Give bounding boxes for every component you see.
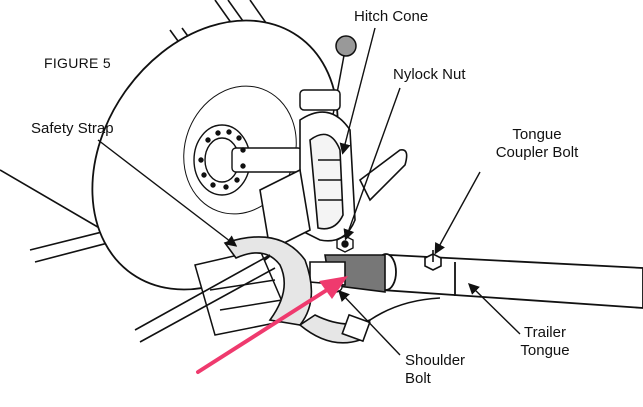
label-trailer-tongue: Trailer Tongue — [500, 324, 590, 360]
safety-strap — [223, 236, 441, 344]
label-hitch-cone: Hitch Cone — [354, 8, 429, 25]
chainstay — [134, 254, 276, 343]
leader-hitch-cone — [339, 27, 376, 155]
label-safety-strap: Safety Strap — [31, 120, 114, 137]
label-tongue-coupler-bolt: Tongue Coupler Bolt — [472, 126, 602, 162]
label-trailer-tongue-line2: Tongue — [520, 342, 570, 359]
label-trailer-tongue-line1: Trailer — [524, 324, 566, 341]
leader-shoulder-bolt — [338, 289, 401, 356]
highlight-arrow — [196, 276, 348, 374]
leader-safety-strap — [97, 139, 238, 247]
hitch-cone — [259, 111, 408, 252]
leader-lines — [97, 27, 521, 356]
wheel-hub — [193, 124, 303, 196]
trailer-tongue — [375, 253, 643, 309]
leader-nylock-nut — [343, 87, 401, 241]
leader-tongue-coupler-bolt — [434, 171, 481, 255]
quick-release-lever — [299, 35, 357, 116]
label-shoulder-bolt-line1: Shoulder — [405, 352, 466, 369]
nylock-nut — [336, 235, 354, 253]
figure-title: FIGURE 5 — [44, 55, 111, 71]
label-shoulder-bolt-line2: Bolt — [405, 370, 431, 387]
leader-trailer-tongue — [468, 283, 521, 335]
label-nylock-nut: Nylock Nut — [393, 66, 466, 83]
label-tongue-coupler-bolt-line2: Coupler Bolt — [495, 144, 579, 161]
label-tongue-coupler-bolt-line1: Tongue — [512, 126, 562, 143]
label-shoulder-bolt: Shoulder Bolt — [405, 352, 465, 388]
